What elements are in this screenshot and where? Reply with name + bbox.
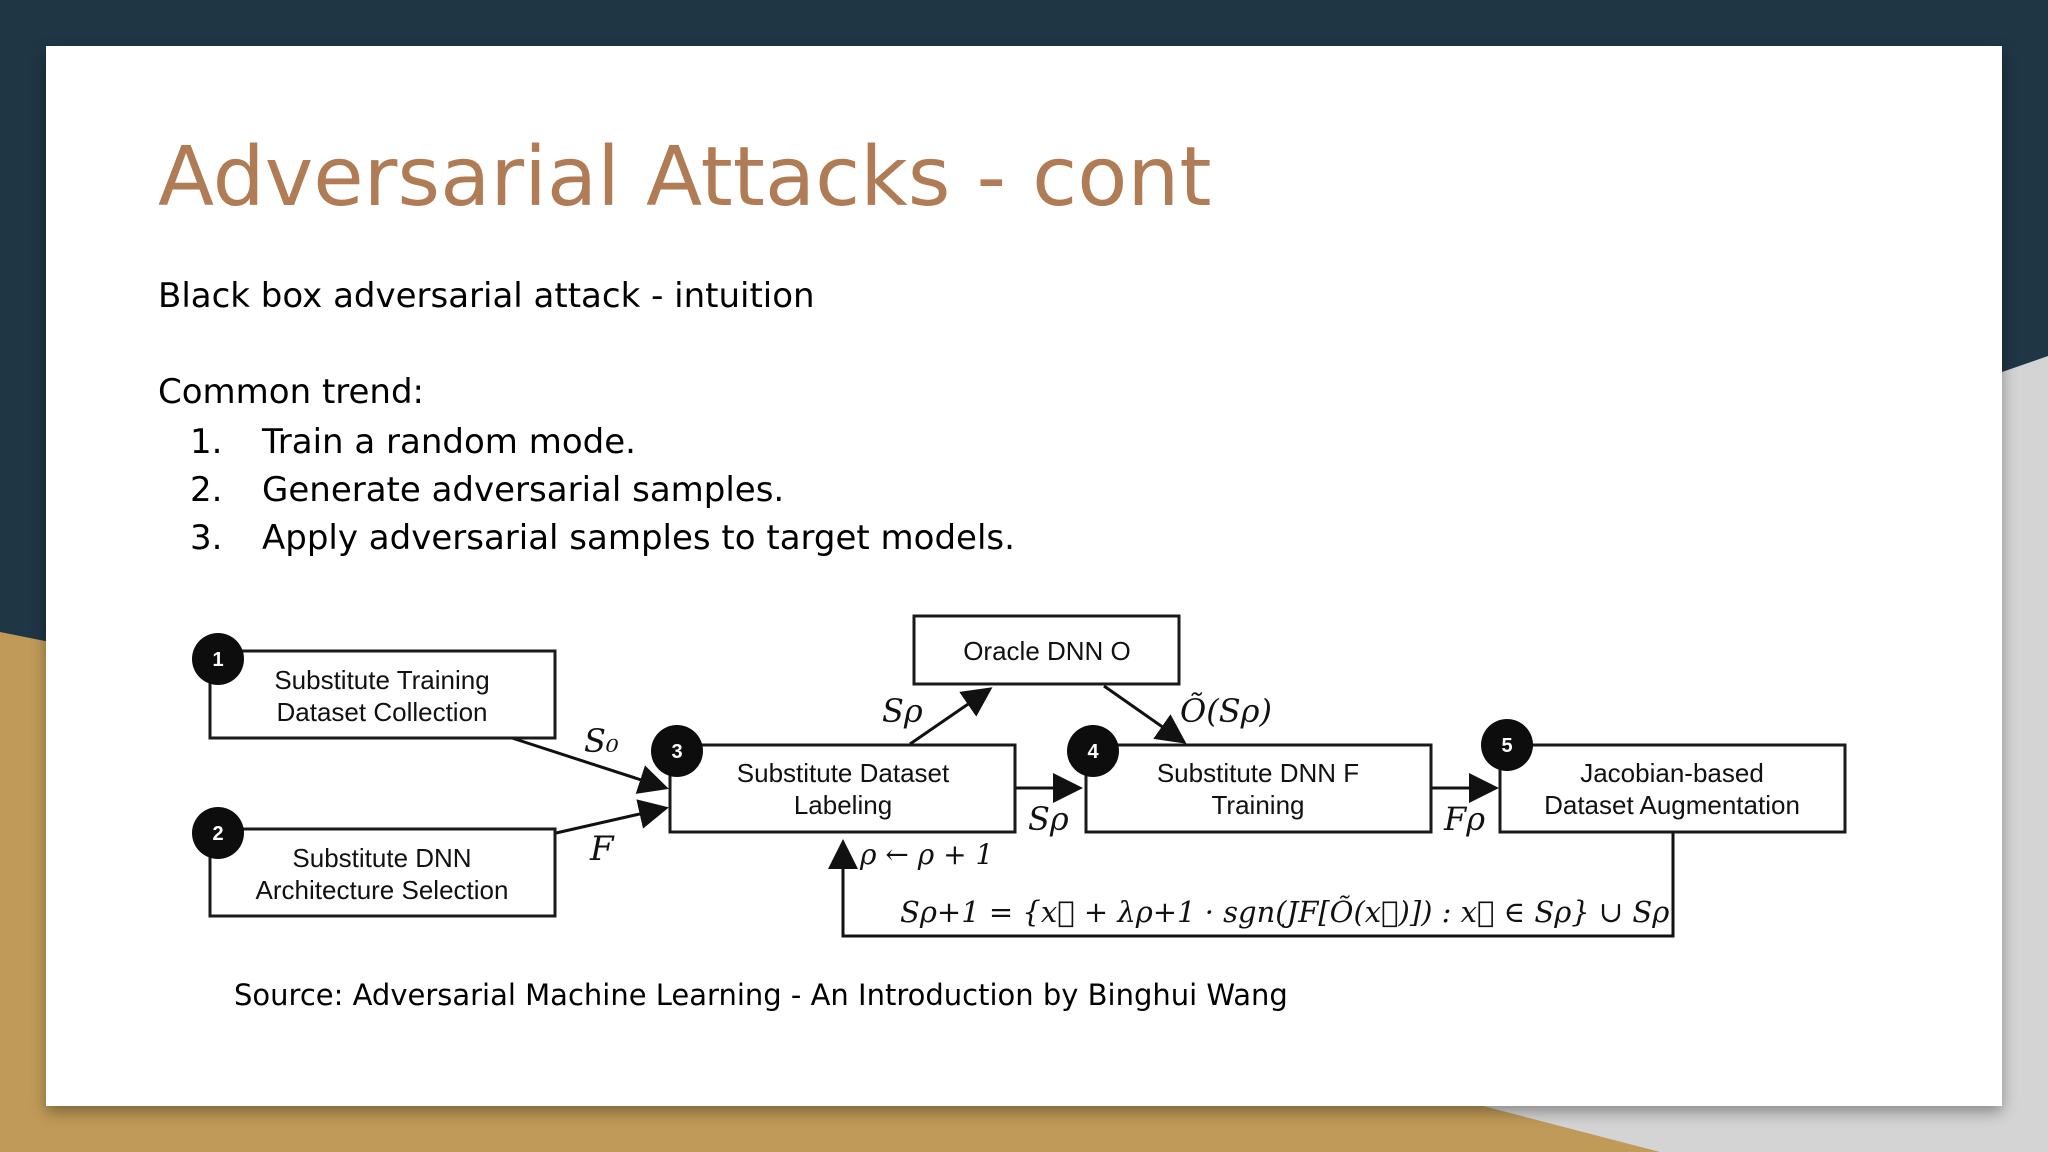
- box-label-line: Dataset Augmentation: [1544, 790, 1800, 820]
- edge-augmentation-feedback-loop: [828, 833, 1675, 938]
- step-badge: 2: [192, 807, 244, 859]
- box-substitute-dnn-training: Substitute DNN F Training: [1084, 743, 1433, 834]
- box-substitute-dataset-labeling: Substitute Dataset Labeling: [668, 743, 1017, 834]
- augmentation-formula: Sρ+1 = {x⃗ + λρ+1 · sgn(JF[Õ(x⃗)]) : x⃗ …: [900, 894, 1669, 929]
- edge-label-s0: S₀: [584, 722, 619, 760]
- edge-collection-to-labeling: [511, 736, 669, 794]
- edge-architecture-to-labeling: [555, 799, 669, 835]
- svg-text:2: 2: [212, 823, 223, 845]
- step-text: Train a random mode.: [262, 422, 636, 462]
- slide-subtitle: Black box adversarial attack - intuition: [158, 276, 815, 316]
- edge-labeling-to-oracle: [909, 687, 993, 746]
- step-number: 1.: [190, 422, 223, 462]
- edge-oracle-to-training: [1103, 684, 1187, 744]
- svg-text:3: 3: [671, 741, 682, 763]
- step-badge: 3: [651, 725, 703, 777]
- step-badge: 1: [192, 633, 244, 685]
- box-label-line: Architecture Selection: [256, 875, 509, 905]
- step-text: Apply adversarial samples to target mode…: [262, 518, 1015, 558]
- source-citation: Source: Adversarial Machine Learning - A…: [234, 978, 1288, 1012]
- slide-canvas: [46, 46, 2002, 1106]
- step-badge: 4: [1067, 725, 1119, 777]
- box-label-line: Substitute DNN: [292, 843, 471, 873]
- step-text: Generate adversarial samples.: [262, 470, 785, 510]
- edge-label-f-rho: Fρ: [1443, 800, 1485, 838]
- box-label-line: Training: [1212, 790, 1305, 820]
- step-badge: 5: [1481, 719, 1533, 771]
- svg-text:1: 1: [212, 649, 223, 671]
- box-label-line: Substitute DNN F: [1157, 758, 1359, 788]
- edge-label-oracle-output: Õ(Sρ): [1180, 692, 1272, 730]
- box-label-line: Oracle DNN O: [963, 636, 1131, 666]
- box-label-line: Labeling: [794, 790, 892, 820]
- box-jacobian-augmentation: Jacobian-based Dataset Augmentation: [1498, 743, 1847, 834]
- edge-label-s-rho: Sρ: [882, 692, 923, 730]
- trend-heading: Common trend:: [158, 372, 425, 412]
- edge-label-rho-update: ρ ← ρ + 1: [859, 838, 993, 871]
- box-label-line: Substitute Dataset: [737, 758, 950, 788]
- box-substitute-architecture-selection: Substitute DNN Architecture Selection: [208, 827, 557, 918]
- box-label-line: Substitute Training: [274, 665, 489, 695]
- box-label-line: Jacobian-based: [1580, 758, 1764, 788]
- svg-text:4: 4: [1087, 741, 1099, 763]
- box-label-line: Dataset Collection: [277, 697, 488, 727]
- box-oracle-dnn: Oracle DNN O: [912, 614, 1181, 686]
- slide-title: Adversarial Attacks - cont: [158, 130, 1212, 225]
- edge-label-s-rho: Sρ: [1028, 800, 1069, 838]
- edge-label-f: F: [589, 829, 615, 869]
- step-number: 2.: [190, 470, 223, 510]
- svg-text:5: 5: [1501, 735, 1512, 757]
- step-number: 3.: [190, 518, 223, 558]
- box-substitute-dataset-collection: Substitute Training Dataset Collection: [208, 649, 557, 740]
